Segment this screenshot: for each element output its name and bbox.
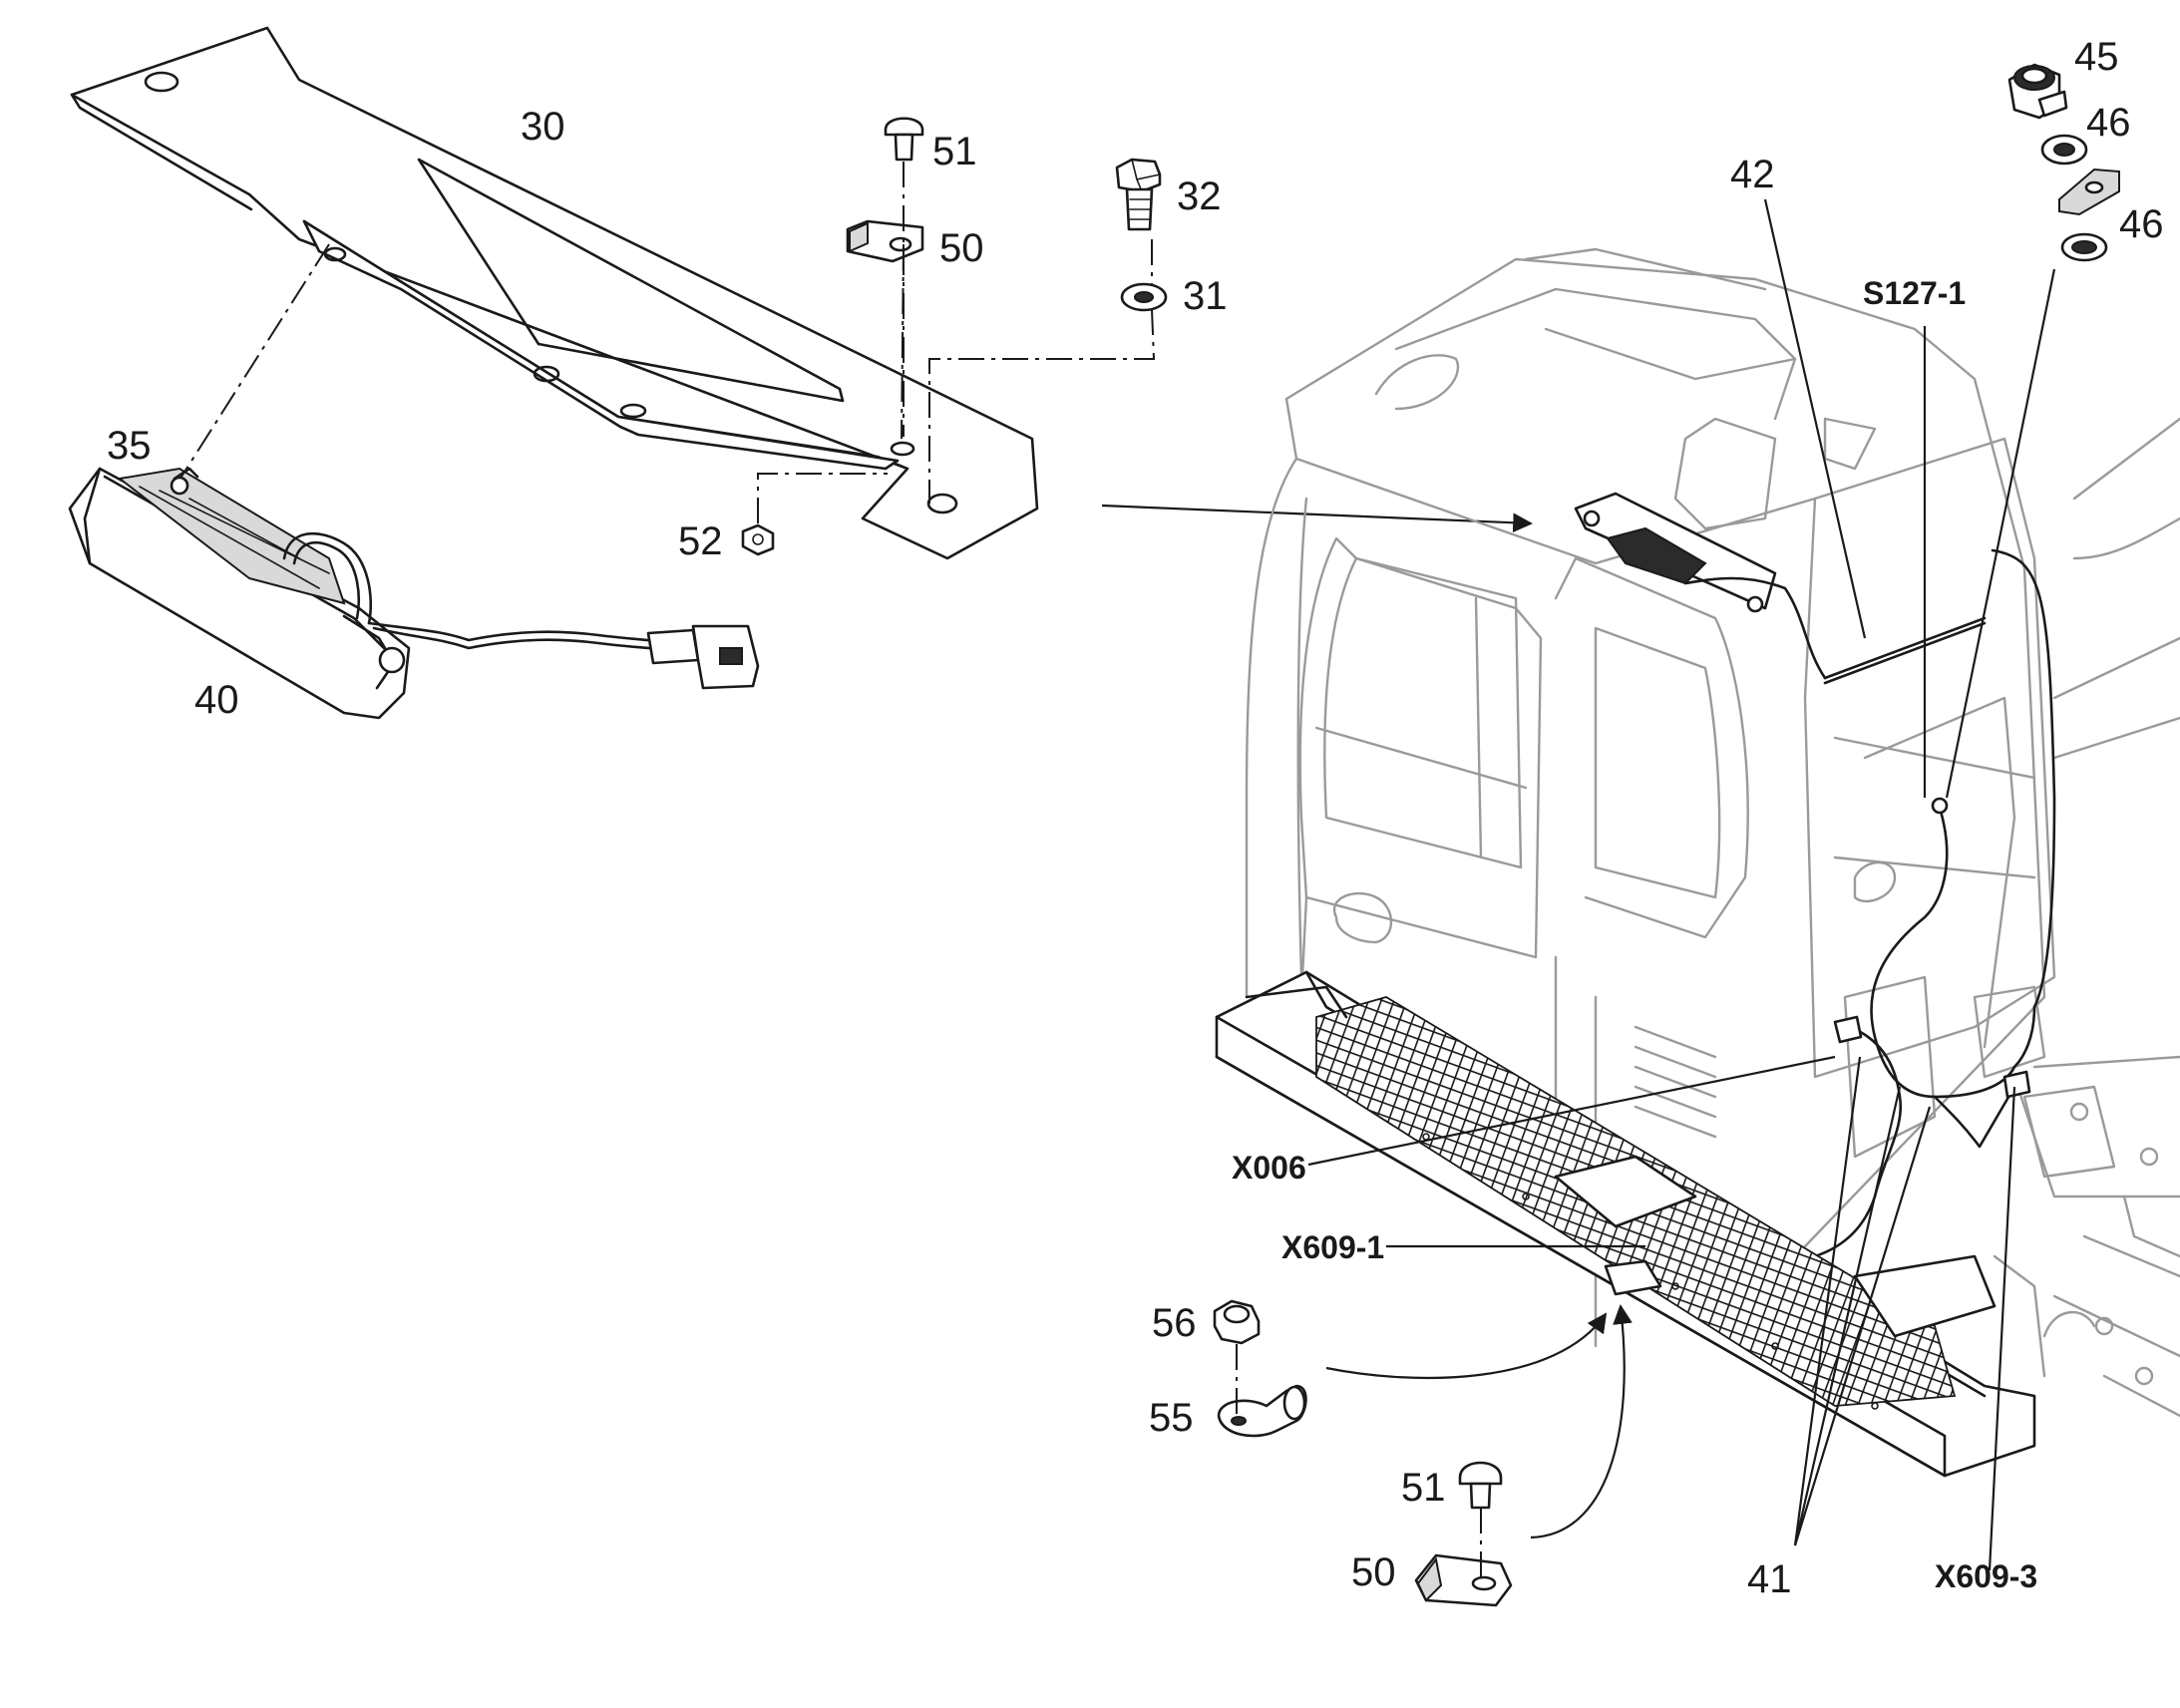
callout-46-upper: 46 (2086, 101, 2131, 145)
callout-52: 52 (678, 519, 723, 563)
clip-part-55 (1217, 1384, 1307, 1438)
callout-31: 31 (1183, 274, 1228, 318)
callout-55: 55 (1149, 1396, 1194, 1440)
clip-part-50-bottom (1414, 1553, 1513, 1607)
washer-part-31 (1120, 282, 1168, 312)
arrow-50-to-step (1530, 1304, 1633, 1539)
nut-part-56 (1213, 1299, 1261, 1345)
nut-part-52 (741, 523, 775, 556)
callout-50-top: 50 (939, 226, 984, 270)
callout-X006: X006 (1232, 1150, 1306, 1186)
access-step-grating (1215, 970, 2036, 1478)
work-light-part-40 (68, 467, 760, 720)
callout-32: 32 (1177, 174, 1222, 218)
callout-30: 30 (521, 105, 565, 149)
screw-part-51-bottom (1458, 1461, 1503, 1510)
clip-part-50-top (846, 219, 924, 263)
callout-46-lower: 46 (2119, 202, 2164, 246)
callout-42: 42 (1730, 153, 1775, 196)
callout-56: 56 (1152, 1301, 1197, 1345)
arrow-55-to-step (1325, 1312, 1608, 1380)
wiring-harness-41 (1713, 548, 2056, 1278)
assembly-centerlines (181, 162, 1156, 523)
callout-41: 41 (1747, 1557, 1792, 1601)
bolt-part-32 (1115, 158, 1162, 231)
callout-45: 45 (2074, 35, 2119, 79)
screw-part-51-top (884, 117, 924, 162)
grommet-part-46-lower (2060, 232, 2108, 262)
callout-50-bottom: 50 (1351, 1550, 1396, 1594)
switch-part-45 (2007, 63, 2068, 120)
grommet-part-46-upper (2040, 134, 2088, 166)
callout-leaders (1307, 198, 2056, 1571)
callout-40: 40 (194, 678, 239, 722)
callout-51-top: 51 (932, 130, 977, 173)
bracket-part-30 (70, 26, 1039, 560)
arrow-bracket-to-cab (1101, 504, 1533, 533)
callout-51-bottom: 51 (1401, 1466, 1446, 1510)
callout-35: 35 (107, 424, 152, 468)
plate-part-46 (2058, 168, 2120, 216)
callout-X609-1: X609-1 (1281, 1229, 1384, 1265)
callout-S127-1: S127-1 (1863, 275, 1966, 311)
callout-X609-3: X609-3 (1935, 1558, 2037, 1594)
roof-mounted-light (1574, 492, 1987, 685)
